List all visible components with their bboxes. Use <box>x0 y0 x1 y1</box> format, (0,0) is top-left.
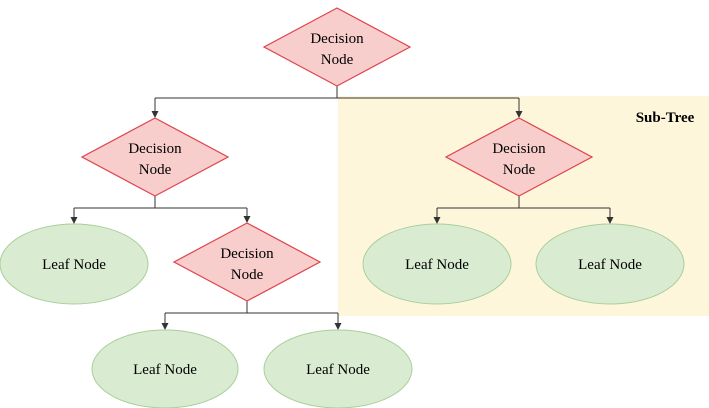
decision-node-label: Decision <box>492 141 546 157</box>
decision-diamond <box>172 222 322 302</box>
leaf-ellipse <box>263 329 413 408</box>
connectors <box>70 86 614 330</box>
decision-node-label: Decision <box>220 246 274 262</box>
decision-node-label: Node <box>321 52 354 68</box>
node-leaf-right-a: Leaf Node <box>362 223 512 305</box>
connector-root <box>151 86 523 118</box>
connector-right-decision <box>433 196 614 224</box>
leaf-node-label: Leaf Node <box>405 257 469 273</box>
decision-diamond <box>444 117 594 197</box>
decision-node-label: Decision <box>310 31 364 47</box>
connector-inner-decision <box>161 301 342 330</box>
leaf-ellipse <box>91 329 239 408</box>
connector-left-decision <box>70 196 251 224</box>
node-leaf-right-b: Leaf Node <box>535 223 685 305</box>
decision-node-label: Node <box>231 267 264 283</box>
leaf-node-label: Leaf Node <box>42 257 106 273</box>
node-leaf-inner-left: Leaf Node <box>91 329 239 408</box>
decision-diamond <box>80 117 230 197</box>
leaf-ellipse <box>0 223 149 305</box>
node-leaf-left: Leaf Node <box>0 223 149 305</box>
leaf-ellipse <box>535 223 685 305</box>
decision-node-label: Node <box>139 162 172 178</box>
leaf-node-label: Leaf Node <box>306 362 370 378</box>
leaf-node-label: Leaf Node <box>133 362 197 378</box>
decision-node-label: Decision <box>128 141 182 157</box>
leaf-node-label: Leaf Node <box>578 257 642 273</box>
node-leaf-inner-right: Leaf Node <box>263 329 413 408</box>
decision-node-label: Node <box>503 162 536 178</box>
nodes: DecisionNodeDecisionNodeDecisionNodeDeci… <box>0 7 685 408</box>
subtree-label: Sub-Tree <box>636 110 695 126</box>
decision-diamond <box>262 7 412 87</box>
leaf-ellipse <box>362 223 512 305</box>
